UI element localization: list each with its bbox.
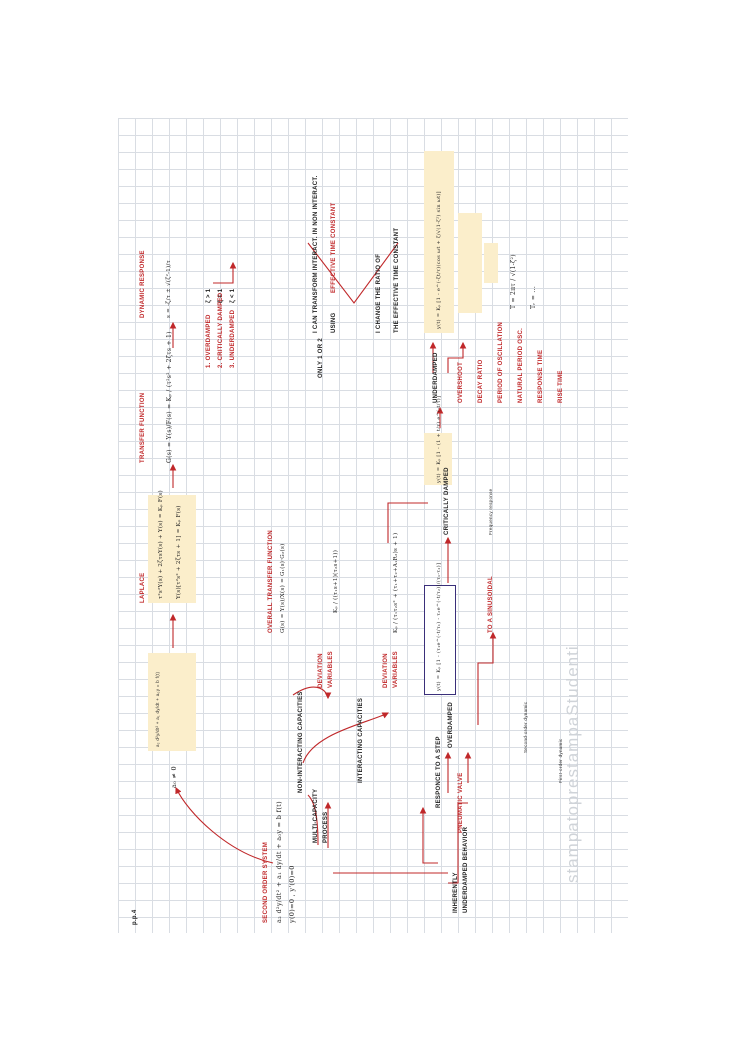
ode-line-1: a₂ d²y/dt² + a₁ dy/dt + a₀y = b f(t) [155, 671, 160, 747]
frequency-response-note: Frequency response [488, 488, 493, 535]
notes-sheet: p.p.4 SECOND ORDER SYSTEM a₂ d²y/dt² + a… [118, 118, 628, 933]
underdamped-response: y(t) = Kₚ [1 - e^(-ζt/τ)(cos ωt + ζ/√(1-… [436, 191, 442, 329]
rotated-notes-canvas: p.p.4 SECOND ORDER SYSTEM a₂ d²y/dt² + a… [118, 118, 628, 933]
second-order-dynamic-note: Second-order dynamic [523, 701, 528, 753]
transfer-function-eq: G(s) = Y(s)/F(s) = Kₚ / (τ²s² + 2ζτs + 1… [166, 331, 173, 463]
process-label: PROCESS [323, 811, 329, 843]
dynamic-response-formula: s = -ζ/τ ± √(ζ²-1)/τ [166, 259, 172, 318]
heading-overall-tf: OVERALL TRANSFER FUNCTION [268, 529, 274, 633]
underdamped-label: UNDERDAMPED [433, 352, 439, 403]
bullet-rise-time: RISE TIME [558, 370, 564, 403]
transform-note: I CAN TRANSFORM INTERACT. IN NON INTERAC… [313, 175, 319, 333]
inherently-label: INHERENTLY [453, 872, 459, 913]
laplace-line-1: τ²s²Y(s) + 2ζτsY(s) + Y(s) = Kₚ F(s) [158, 490, 164, 599]
heading-dynamic-response: DYNAMIC RESPONSE [140, 250, 146, 318]
page-label: p.p.4 [132, 909, 138, 925]
using-note: USING [331, 312, 337, 333]
overdamped-response: y(t) = Kₚ [1 - (τ₁e^(-t/τ₁) - τ₂e^(-t/τ₂… [436, 562, 442, 691]
bullet-response-time: RESPONSE TIME [538, 349, 544, 403]
effective-tc-note: THE EFFECTIVE TIME CONSTANT [394, 227, 400, 333]
flow-arrows [169, 242, 497, 884]
only-1-or-2-label: ONLY 1 OR 2 [318, 338, 324, 378]
period-formula: T = 2πτ / √(1-ζ²) [510, 254, 517, 309]
deviation-label-1: DEVIATION [318, 653, 324, 688]
interacting-tf: Kₚ / (τ₁τ₂s² + (τ₁+τ₂+A₁R₂)s + 1) [393, 532, 399, 633]
case-overdamped: 1. OVERDAMPED [206, 314, 212, 368]
variables-label-1: VARIABLES [328, 651, 334, 688]
pneumatic-label: PNEUMATIC VALVE [458, 772, 464, 833]
deviation-label-2: DEVIATION [383, 653, 389, 688]
heading-second-order-system: SECOND ORDER SYSTEM [263, 841, 269, 923]
variables-label-2: VARIABLES [393, 651, 399, 688]
bullet-period: PERIOD OF OSCILLATION [498, 321, 504, 403]
case-critically-damped: 2. CRITICALLY DAMPED [218, 292, 224, 368]
response-to-step-label: RESPONCE TO A STEP [436, 736, 442, 808]
zeta-eq-1: ζ = 1 [218, 288, 224, 303]
heading-laplace: LAPLACE [140, 572, 146, 603]
watermark: stampatoprestampaStudenti [563, 645, 582, 883]
multi-capacity-label: MULTI-CAPACITY [313, 788, 319, 843]
bullet-natural-period: NATURAL PERIOD OSC. [518, 327, 524, 403]
overdamped-label: OVERDAMPED [448, 701, 454, 748]
interacting-label: INTERACTING CAPACITIES [358, 697, 364, 783]
laplace-line-2: Y(s)[τ²s² + 2ζτs + 1] = Kₚ F(s) [176, 505, 182, 599]
critically-damped-response: y(t) = Kₚ [1 - (1 + t/τ) e^(-t/τ)] [436, 395, 442, 483]
heading-effective-tc: EFFECTIVE TIME CONSTANT [331, 202, 337, 293]
change-ratio-note: I CHANGE THE RATIO OF [376, 253, 382, 333]
second-order-ode: a₂ d²y/dt² + a₁ dy/dt + a₀y = b f(t) [275, 801, 283, 923]
noninteracting-tf: Kₚ / ((τ₁s+1)(τ₂s+1)) [333, 549, 339, 613]
heading-transfer-function: TRANSFER FUNCTION [140, 392, 146, 463]
ode-normalized: a₂ d²y/dt² + a₁ dy/dt + a₀y = b f(t) [154, 672, 162, 747]
case-underdamped: 3. UNDERDAMPED [230, 309, 236, 368]
overall-tf-eq: G(s) = Y(s)/X(s) = G₁(s)·G₂(s) [280, 543, 286, 633]
zeta-lt-1: ζ < 1 [230, 288, 236, 303]
non-interacting-label: NON-INTERACTING CAPACITIES [298, 691, 304, 793]
critically-damped-label: CRITICALLY DAMPED [444, 467, 450, 535]
zeta-gt-1: ζ > 1 [206, 288, 212, 303]
bullet-decay-ratio: DECAY RATIO [478, 359, 484, 403]
to-sinusoidal-label: TO A SINUSOIDAL [488, 576, 494, 633]
underdamped-behavior-label: UNDERDAMPED BEHAVIOR [463, 826, 469, 913]
initial-conditions: y(0)=0 , y'(0)=0 [288, 865, 296, 923]
rise-time-formula: Tᵣ = ... [530, 285, 537, 309]
a0-condition: a₀ ≠ 0 [170, 766, 178, 788]
bullet-overshoot: OVERSHOOT [458, 361, 464, 403]
